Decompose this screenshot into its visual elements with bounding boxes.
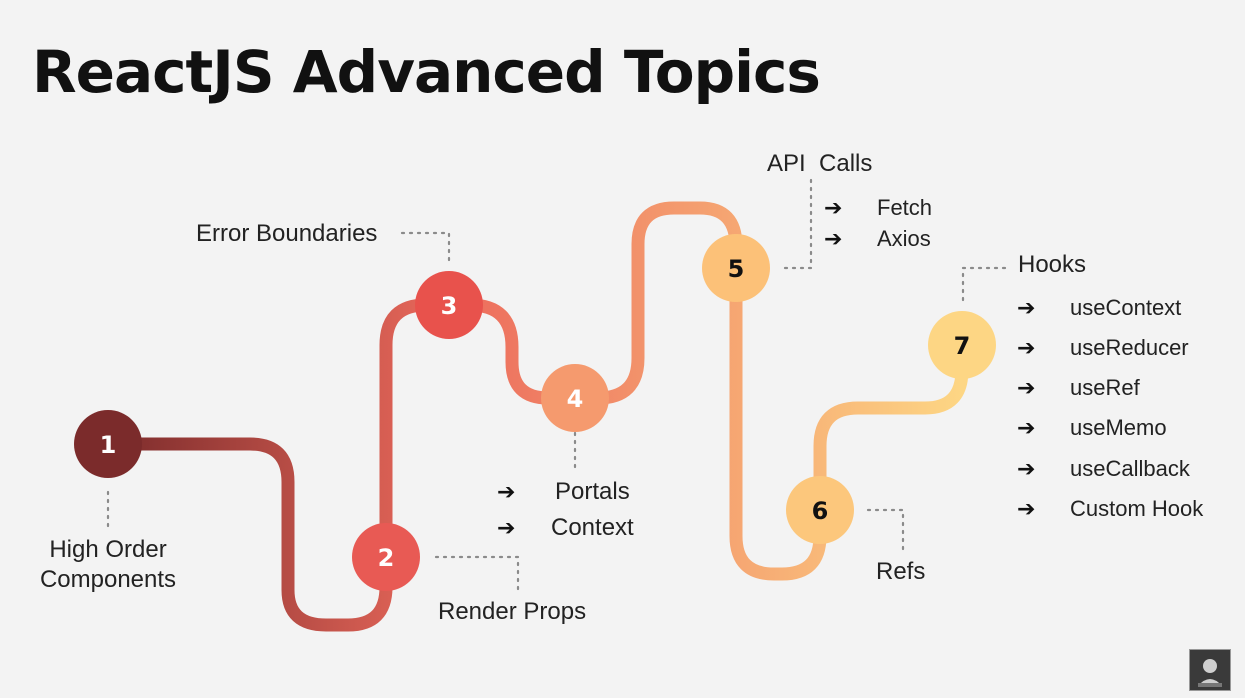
hook-item-label: useCallback xyxy=(1070,456,1190,481)
avatar-portrait-icon xyxy=(1198,659,1222,687)
node-3: 3 xyxy=(415,271,483,339)
arrow-right-icon: ➔ xyxy=(1017,295,1036,320)
node-7-circle xyxy=(928,311,996,379)
node-7: 7 xyxy=(928,311,996,379)
topic-context: ➔ Context xyxy=(497,514,634,542)
hook-item: ➔ useCallback xyxy=(1017,456,1190,482)
hook-item: ➔ useRef xyxy=(1017,375,1140,401)
node-5-circle xyxy=(702,234,770,302)
arrow-right-icon: ➔ xyxy=(824,226,843,251)
hook-item: ➔ useReducer xyxy=(1017,335,1189,361)
arrow-right-icon: ➔ xyxy=(1017,335,1036,360)
topic-fetch-label: Fetch xyxy=(877,195,933,220)
node-1: 1 xyxy=(74,410,142,478)
hook-item: ➔ Custom Hook xyxy=(1017,496,1203,522)
topic-hoc-line2: Components xyxy=(39,566,177,593)
topic-hooks: Hooks xyxy=(1018,251,1087,278)
arrow-right-icon: ➔ xyxy=(497,515,516,540)
node-6-number: 6 xyxy=(812,497,829,525)
node-5-number: 5 xyxy=(728,255,745,283)
arrow-right-icon: ➔ xyxy=(497,479,516,504)
node-2-number: 2 xyxy=(378,544,395,572)
node-4: 4 xyxy=(541,364,609,432)
hook-item: ➔ useContext xyxy=(1017,295,1181,321)
node-4-circle xyxy=(541,364,609,432)
node-7-number: 7 xyxy=(954,332,971,360)
node-4-number: 4 xyxy=(567,385,584,413)
topic-error-boundaries: Error Boundaries xyxy=(196,220,378,247)
arrow-right-icon: ➔ xyxy=(1017,496,1036,521)
topic-context-label: Context xyxy=(551,514,634,541)
hook-item-label: useReducer xyxy=(1070,335,1189,360)
arrow-right-icon: ➔ xyxy=(1017,415,1036,440)
arrow-right-icon: ➔ xyxy=(1017,375,1036,400)
hook-item-label: useRef xyxy=(1070,375,1140,400)
topic-axios-label: Axios xyxy=(877,226,931,251)
node-6-circle xyxy=(786,476,854,544)
topic-axios: ➔ Axios xyxy=(824,226,931,252)
channel-avatar[interactable] xyxy=(1189,649,1231,691)
topic-portals-label: Portals xyxy=(555,478,630,505)
connector-hooks xyxy=(961,266,1008,302)
roadmap-path xyxy=(101,201,969,632)
connector-render-props xyxy=(434,555,520,592)
node-2-circle xyxy=(352,523,420,591)
topic-refs: Refs xyxy=(876,558,926,585)
hook-item-label: useContext xyxy=(1070,295,1182,320)
node-3-circle xyxy=(415,271,483,339)
node-6: 6 xyxy=(786,476,854,544)
node-1-number: 1 xyxy=(100,431,117,459)
node-2: 2 xyxy=(352,523,420,591)
connector-api-calls xyxy=(783,178,813,270)
connector-error-boundaries xyxy=(400,231,451,264)
arrow-right-icon: ➔ xyxy=(824,195,843,220)
connector-refs xyxy=(866,508,905,552)
topic-portals: ➔ Portals xyxy=(497,478,630,506)
hook-item-label: useMemo xyxy=(1070,415,1167,440)
slide-title: ReactJS Advanced Topics xyxy=(32,38,821,106)
topic-hoc-line1: High Order xyxy=(49,536,167,563)
hook-item-label: Custom Hook xyxy=(1070,496,1204,521)
topic-render-props: Render Props xyxy=(438,598,587,625)
topic-api-calls: API Calls xyxy=(767,150,873,177)
hook-item: ➔ useMemo xyxy=(1017,415,1167,441)
node-1-circle xyxy=(74,410,142,478)
topic-fetch: ➔ Fetch xyxy=(824,195,932,221)
node-3-number: 3 xyxy=(441,292,458,320)
arrow-right-icon: ➔ xyxy=(1017,456,1036,481)
node-5: 5 xyxy=(702,234,770,302)
